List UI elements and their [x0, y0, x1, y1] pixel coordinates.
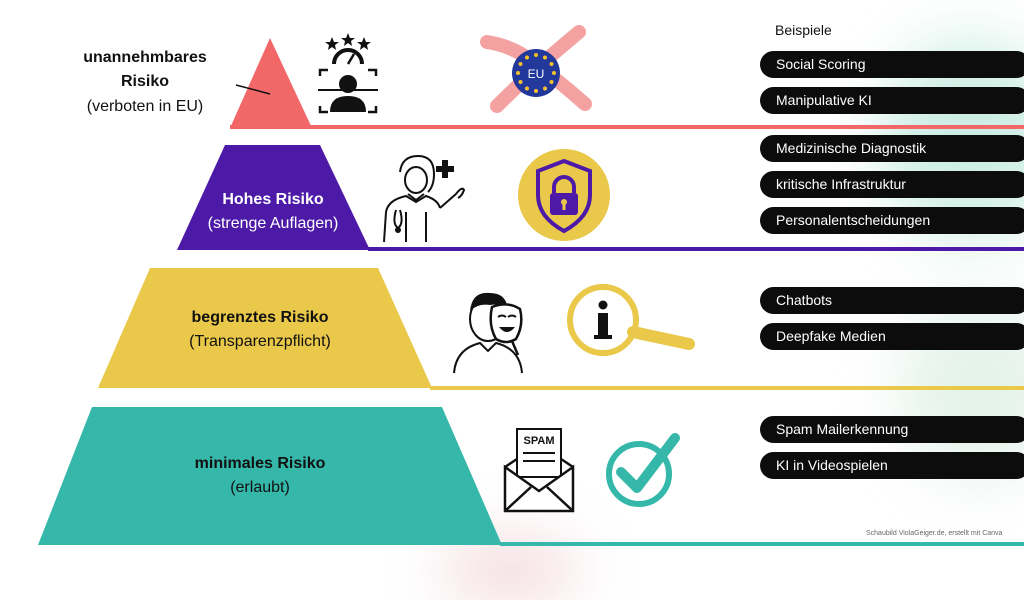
tier-limited-line: [430, 386, 1024, 390]
tier-limited-label: begrenztes Risiko (Transparenzpflicht): [160, 306, 360, 354]
tier-limited-shape: [98, 268, 432, 388]
credit-text: Schaubild ViolaGeiger.de, erstellt mit C…: [866, 530, 1003, 537]
info-magnifier-icon: [567, 284, 695, 356]
tier-high-label: Hohes Risiko (strenge Auflagen): [178, 188, 368, 236]
eu-flag-crossed-icon: EU: [480, 25, 592, 113]
spam-label: SPAM: [524, 435, 555, 447]
spam-envelope-icon: SPAM: [503, 428, 575, 513]
example-pill: Chatbots: [760, 287, 1024, 314]
tier-subtitle: (verboten in EU): [86, 98, 204, 115]
doctor-icon: [383, 154, 466, 243]
eu-badge-text: EU: [528, 67, 545, 81]
example-pill: KI in Videospielen: [760, 452, 1024, 479]
tier-subtitle: (Transparenzpflicht): [189, 333, 331, 350]
checkmark-icon: [606, 433, 680, 507]
tier-minimal-shape: [38, 407, 502, 545]
face-scan-rating-icon: [318, 33, 378, 114]
example-pill: Spam Mailerkennung: [760, 416, 1024, 443]
tier-title: Hohes Risiko: [222, 191, 324, 208]
shield-lock-icon: [518, 149, 610, 241]
tier-unacceptable-label: unannehmbares Risiko (verboten in EU): [60, 46, 230, 120]
tier-high-shape: [177, 145, 370, 250]
tier-subtitle: (erlaubt): [230, 479, 290, 496]
examples-title: Beispiele: [775, 22, 832, 38]
tier-title: minimales Risiko: [194, 455, 326, 472]
tier-title: unannehmbares Risiko: [83, 49, 207, 90]
tier-subtitle: (strenge Auflagen): [207, 215, 339, 232]
risk-pyramid: [38, 38, 502, 545]
tier-high-line: [368, 247, 1024, 251]
tier-unacceptable-line: [230, 125, 1024, 129]
example-pill: Medizinische Diagnostik: [760, 135, 1024, 162]
example-pill: Social Scoring: [760, 51, 1024, 78]
tier-minimal-label: minimales Risiko (erlaubt): [160, 452, 360, 500]
example-pill: Manipulative KI: [760, 87, 1024, 114]
person-mask-icon: [453, 292, 523, 374]
tier-minimal-line: [500, 542, 1024, 546]
example-pill: kritische Infrastruktur: [760, 171, 1024, 198]
example-pill: Personalentscheidungen: [760, 207, 1024, 234]
tier-unacceptable-shape: [230, 38, 312, 128]
tier-title: begrenztes Risiko: [191, 309, 329, 326]
example-pill: Deepfake Medien: [760, 323, 1024, 350]
pointer-line: [235, 84, 271, 95]
